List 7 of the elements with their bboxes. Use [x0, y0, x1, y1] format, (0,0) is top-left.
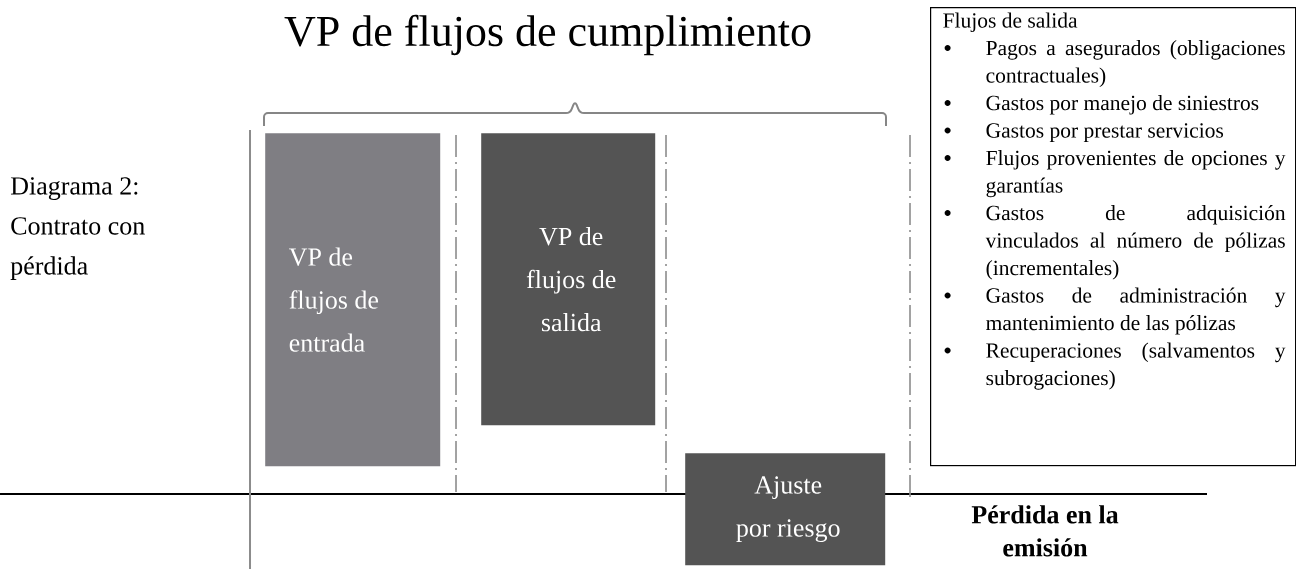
value-bar: Ajuste por riesgo [685, 453, 886, 566]
value-bar: VP de flujos de entrada [265, 133, 441, 467]
bullet-list-box: Flujos de salida Pagos a asegurados (obligaciones contractuales) Gastos por manejo de siniestros Gastos por prestar servicios Flujos provenientes de opciones y garantías Gastos de adquisición vinculados al número de pólizas (incrementales) Gastos de administración y mantenimiento de las pólizas Recuperaciones (salvamentos y subrogaciones) [930, 7, 1296, 467]
result-label: Pérdida en la emisión [971, 505, 1119, 557]
side-label: Diagrama 2: Contrato con pérdida [10, 177, 145, 280]
value-bar: VP de flujos de salida [481, 133, 656, 426]
title: VP de flujos de cumplimiento [284, 14, 811, 56]
